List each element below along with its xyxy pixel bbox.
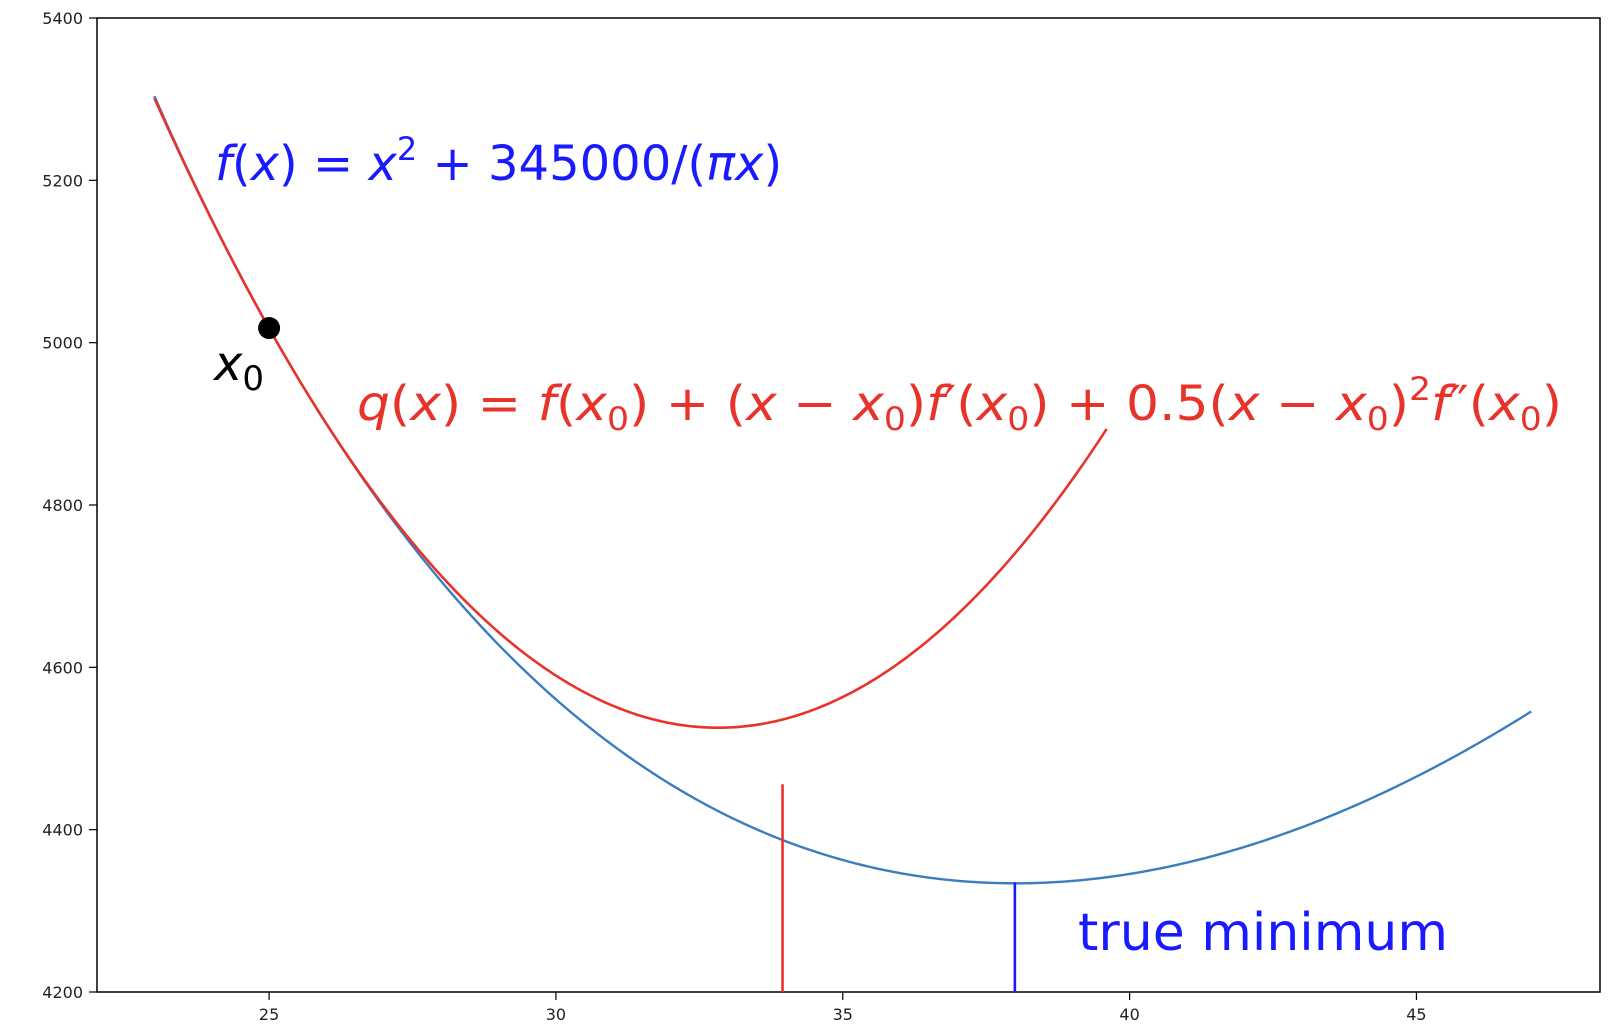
y-tick-label: 4800 bbox=[42, 496, 83, 515]
x0-point bbox=[258, 317, 281, 340]
series-layer bbox=[153, 95, 1532, 992]
x-axis: 25 30 35 40 45 bbox=[259, 992, 1427, 1024]
y-tick-label: 5000 bbox=[42, 334, 83, 353]
x-tick-label: 25 bbox=[259, 1005, 279, 1024]
y-tick-label: 4200 bbox=[42, 983, 83, 1002]
x-tick-label: 35 bbox=[833, 1005, 853, 1024]
true-minimum-label: true minimum bbox=[1078, 903, 1448, 963]
x-tick-label: 40 bbox=[1119, 1005, 1139, 1024]
y-tick-label: 5200 bbox=[42, 171, 83, 190]
x-tick-label: 45 bbox=[1406, 1005, 1426, 1024]
f-formula: f(x) = x2 + 345000/(πx) bbox=[215, 130, 782, 192]
series-line-q bbox=[153, 97, 1108, 730]
q-formula: q(x) = f(x0) + (x − x0)f′(x0) + 0.5(x − … bbox=[357, 370, 1562, 438]
x-tick-label: 30 bbox=[546, 1005, 566, 1024]
y-tick-label: 4600 bbox=[42, 658, 83, 677]
plot-area bbox=[96, 17, 1601, 993]
y-tick-label: 5400 bbox=[42, 9, 83, 28]
y-axis: 4200 4400 4600 4800 5000 5200 5400 bbox=[42, 9, 97, 1002]
y-tick-label: 4400 bbox=[42, 821, 83, 840]
